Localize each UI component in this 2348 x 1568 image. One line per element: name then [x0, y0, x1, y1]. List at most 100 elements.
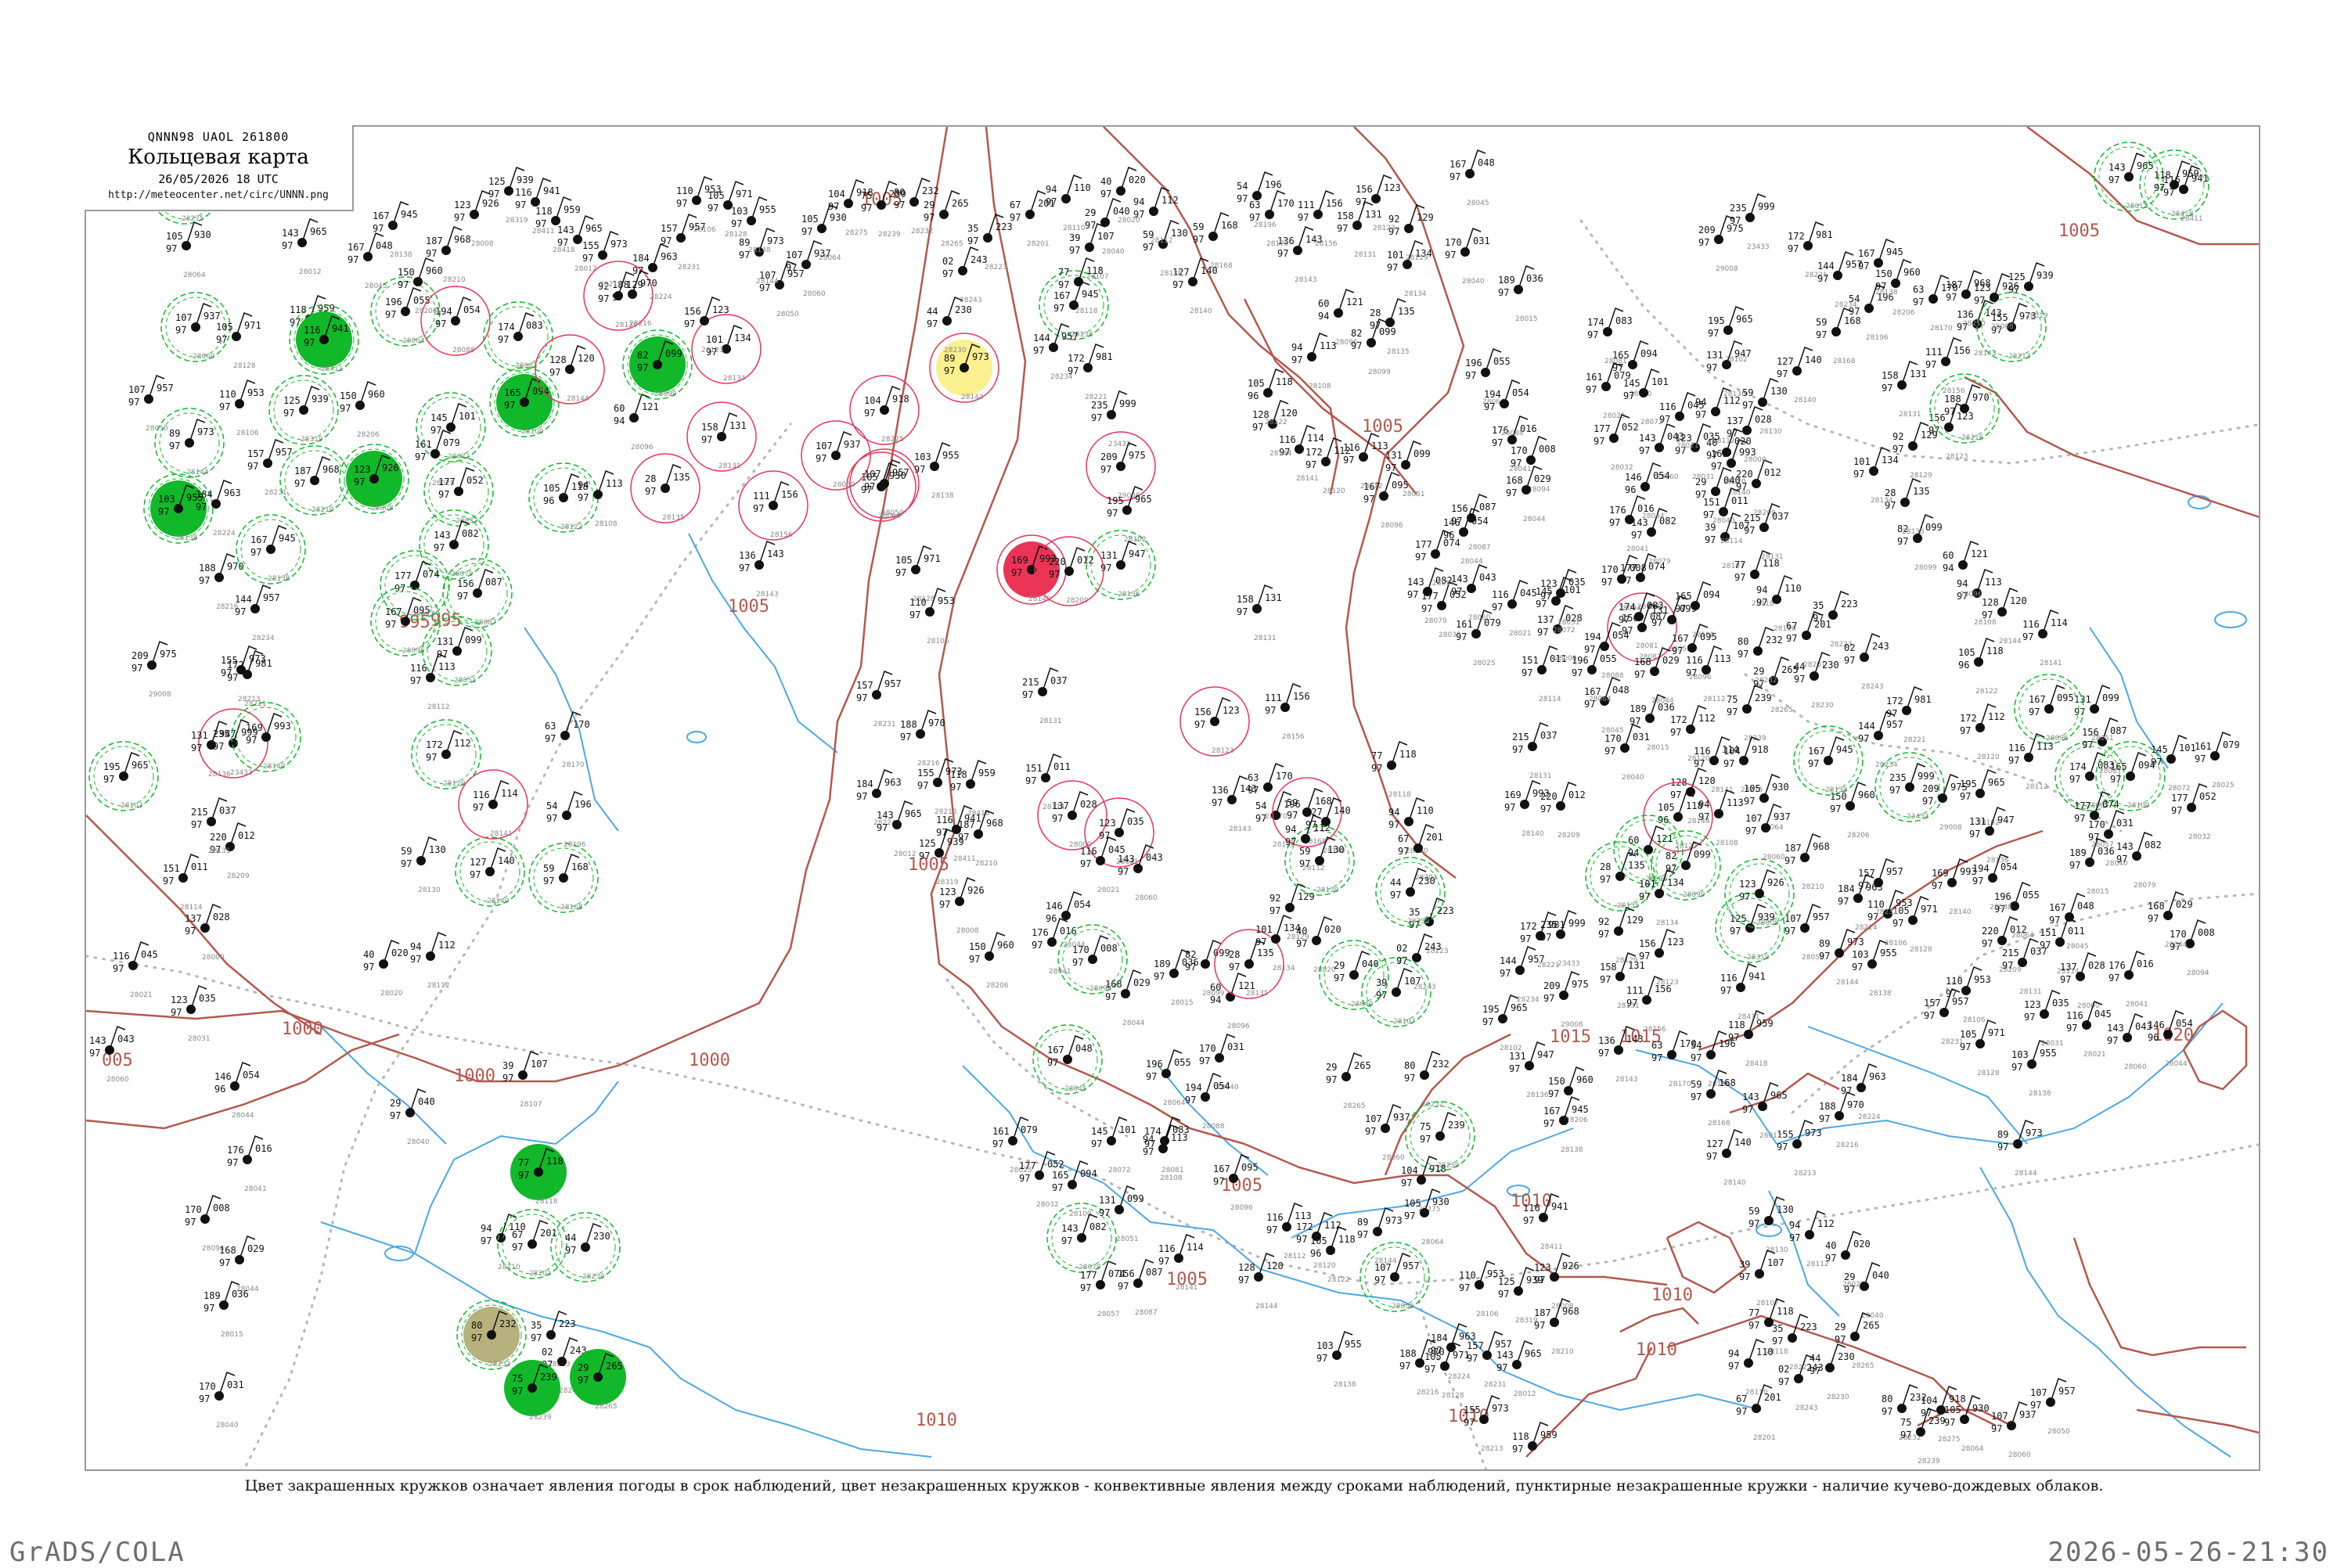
station-dewpoint: 97: [1922, 796, 1933, 807]
station-id: 28096: [1227, 1023, 1250, 1030]
station-dewpoint: 97: [1237, 193, 1248, 204]
station-dewpoint: 97: [1404, 1210, 1415, 1221]
station-pressure: 223: [559, 1318, 576, 1329]
station-dewpoint: 97: [1357, 1229, 1368, 1240]
wind-barb: [531, 1364, 549, 1389]
station-pressure: 947: [219, 728, 236, 739]
station-pressure: 110: [1417, 805, 1434, 816]
station-temperature: 188: [1399, 1348, 1417, 1359]
station-dewpoint: 97: [1534, 1275, 1545, 1286]
station-pressure: 099: [665, 348, 682, 359]
station-pressure: 957: [2058, 1386, 2076, 1397]
station-temperature: 63: [1249, 200, 1260, 210]
station-dewpoint: 97: [1619, 614, 1630, 625]
station-temperature: 94: [1133, 196, 1144, 207]
station-dewpoint: 97: [1459, 1282, 1470, 1293]
station-dewpoint: 97: [1334, 973, 1345, 984]
map-canvas: 1005100510051005100010001000100510051010…: [86, 127, 2259, 1469]
station-dewpoint: 97: [1365, 1126, 1376, 1137]
station-pressure: 957: [1495, 1339, 1512, 1350]
wind-barb: [1045, 753, 1062, 779]
station-temperature: 174: [1619, 602, 1636, 613]
station-dewpoint: 97: [1058, 279, 1069, 290]
station-temperature: 172: [1886, 696, 1903, 707]
convective-ring: [289, 304, 359, 375]
station-temperature: 220: [1049, 556, 1066, 567]
cumulonimbus-ring: [555, 1217, 616, 1278]
station-temperature: 60: [1210, 982, 1221, 993]
wind-barb: [704, 297, 721, 322]
station-id: 28060: [1135, 894, 1158, 902]
station-id: 28044: [1460, 558, 1483, 566]
station-pressure: 955: [942, 450, 960, 461]
station-temperature: 188: [1819, 1101, 1836, 1112]
station-id: 28196: [1866, 334, 1889, 342]
station-dewpoint: 97: [582, 253, 593, 264]
convective-ring: [1272, 777, 1342, 847]
station-temperature: 187: [1946, 279, 1963, 290]
station-pressure: 036: [1658, 702, 1675, 713]
station-dewpoint: 97: [1052, 1182, 1063, 1193]
map-title: Кольцевая карта: [128, 146, 309, 169]
cumulonimbus-ring: [294, 309, 355, 370]
station-pressure: 113: [1727, 797, 1744, 808]
station-temperature: 167: [1449, 159, 1467, 170]
station-id: 28000: [202, 954, 225, 962]
station-id: 28110: [1063, 225, 1086, 232]
station-pressure: 230: [1822, 660, 1839, 671]
wind-barb: [1410, 868, 1427, 893]
wind-barb: [517, 312, 535, 337]
station-pressure: 965: [1770, 1090, 1788, 1101]
station-pressure: 957: [1886, 719, 1903, 730]
station-pressure: 048: [1075, 1043, 1093, 1054]
station-dewpoint: 97: [1997, 1142, 2008, 1153]
station-id: 28140: [1028, 595, 1051, 603]
station-id: 28032: [2188, 833, 2211, 841]
station-temperature: 146: [1625, 472, 1642, 483]
station-dewpoint: 97: [1465, 370, 1476, 381]
station-temperature: 177: [1415, 539, 1432, 550]
station-temperature: 107: [1745, 813, 1763, 824]
station-dewpoint: 97: [1691, 1052, 1702, 1063]
station-id: 28057: [412, 611, 434, 619]
station-id: 28060: [106, 1076, 129, 1084]
station-temperature: 77: [1058, 267, 1069, 278]
station-id: 28118: [1388, 791, 1411, 799]
station-temperature: 63: [545, 721, 556, 732]
station-id: 28224: [1858, 1113, 1881, 1121]
station-pressure: 011: [2068, 926, 2085, 937]
convective-ring: [483, 301, 553, 372]
station-id: 28216: [1961, 434, 1984, 442]
station-dewpoint: 97: [1387, 262, 1398, 273]
station-dewpoint: 97: [1080, 1282, 1091, 1293]
station-id: 28144: [1255, 1303, 1278, 1311]
station-id: 28206: [986, 982, 1009, 990]
station-id: 28088: [1501, 430, 1524, 437]
station-id: 28131: [208, 847, 231, 855]
station-dewpoint: 97: [1025, 775, 1036, 786]
wind-barb: [359, 381, 376, 406]
source-url[interactable]: http://meteocenter.net/circ/UNNN.png: [108, 189, 329, 201]
station-temperature: 195: [103, 761, 121, 772]
station-id: 28221: [1537, 962, 1560, 969]
station-pressure: 999: [241, 727, 258, 738]
station-pressure: 232: [922, 185, 939, 196]
station-id: 28243: [960, 297, 982, 304]
